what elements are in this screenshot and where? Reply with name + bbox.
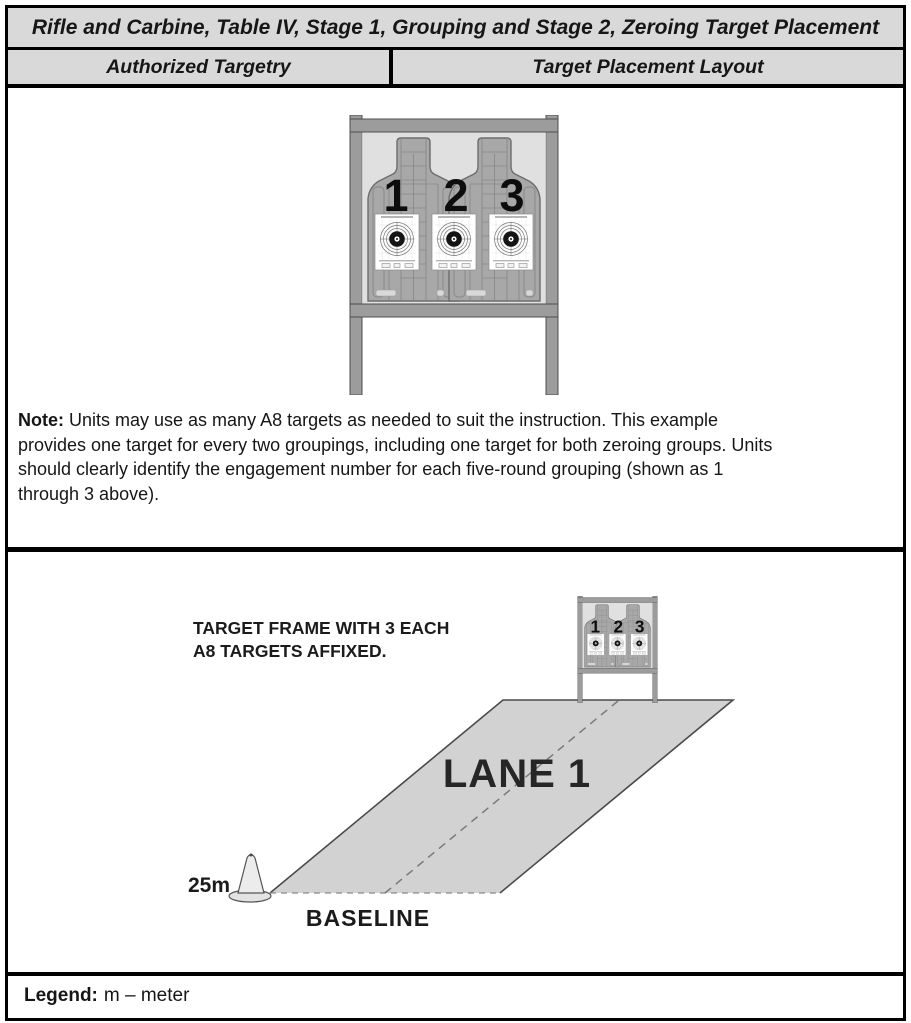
header-target-placement-layout: Target Placement Layout xyxy=(532,55,764,78)
frame-caption-line1: TARGET FRAME WITH 3 EACH xyxy=(193,618,449,638)
baseline-label: BASELINE xyxy=(306,905,430,931)
note-line: should clearly identify the engagement n… xyxy=(18,459,724,479)
table-title-row: Rifle and Carbine, Table IV, Stage 1, Gr… xyxy=(8,8,903,50)
legend-label: Legend: xyxy=(24,984,98,1006)
note-block: Note:Units may use as many A8 targets as… xyxy=(18,408,895,506)
distance-label: 25m xyxy=(188,874,230,897)
range-cone-icon xyxy=(228,853,272,903)
header-authorized-targetry: Authorized Targetry xyxy=(8,50,393,84)
column-header-row: Authorized Targetry Target Placement Lay… xyxy=(8,50,903,88)
note-text: Units may use as many A8 targets as need… xyxy=(69,410,719,430)
note-line: through 3 above). xyxy=(18,483,160,504)
page-title: Rifle and Carbine, Table IV, Stage 1, Gr… xyxy=(31,15,880,39)
authorized-targetry-cell: Note:Units may use as many A8 targets as… xyxy=(8,88,903,552)
lane-outline xyxy=(269,699,736,894)
note-line: provides one target for every two groupi… xyxy=(18,434,773,455)
lane-surface xyxy=(270,700,733,893)
table-sheet: Rifle and Carbine, Table IV, Stage 1, Gr… xyxy=(5,5,906,1021)
target-placement-layout-cell: TARGET FRAME WITH 3 EACH A8 TARGETS AFFI… xyxy=(8,552,903,976)
lane-diagram: TARGET FRAME WITH 3 EACH A8 TARGETS AFFI… xyxy=(188,552,736,931)
frame-caption-line2: A8 TARGETS AFFIXED. xyxy=(193,641,386,661)
target-frame-illustration xyxy=(349,114,559,396)
legend-text: m – meter xyxy=(103,984,190,1006)
target-frame-small xyxy=(578,596,657,703)
lane-label: LANE 1 xyxy=(443,752,591,796)
legend-row: Legend: m – meter xyxy=(8,976,903,1015)
note-line: Note:Units may use as many A8 targets as… xyxy=(18,408,895,433)
note-label: Note: xyxy=(18,410,64,430)
